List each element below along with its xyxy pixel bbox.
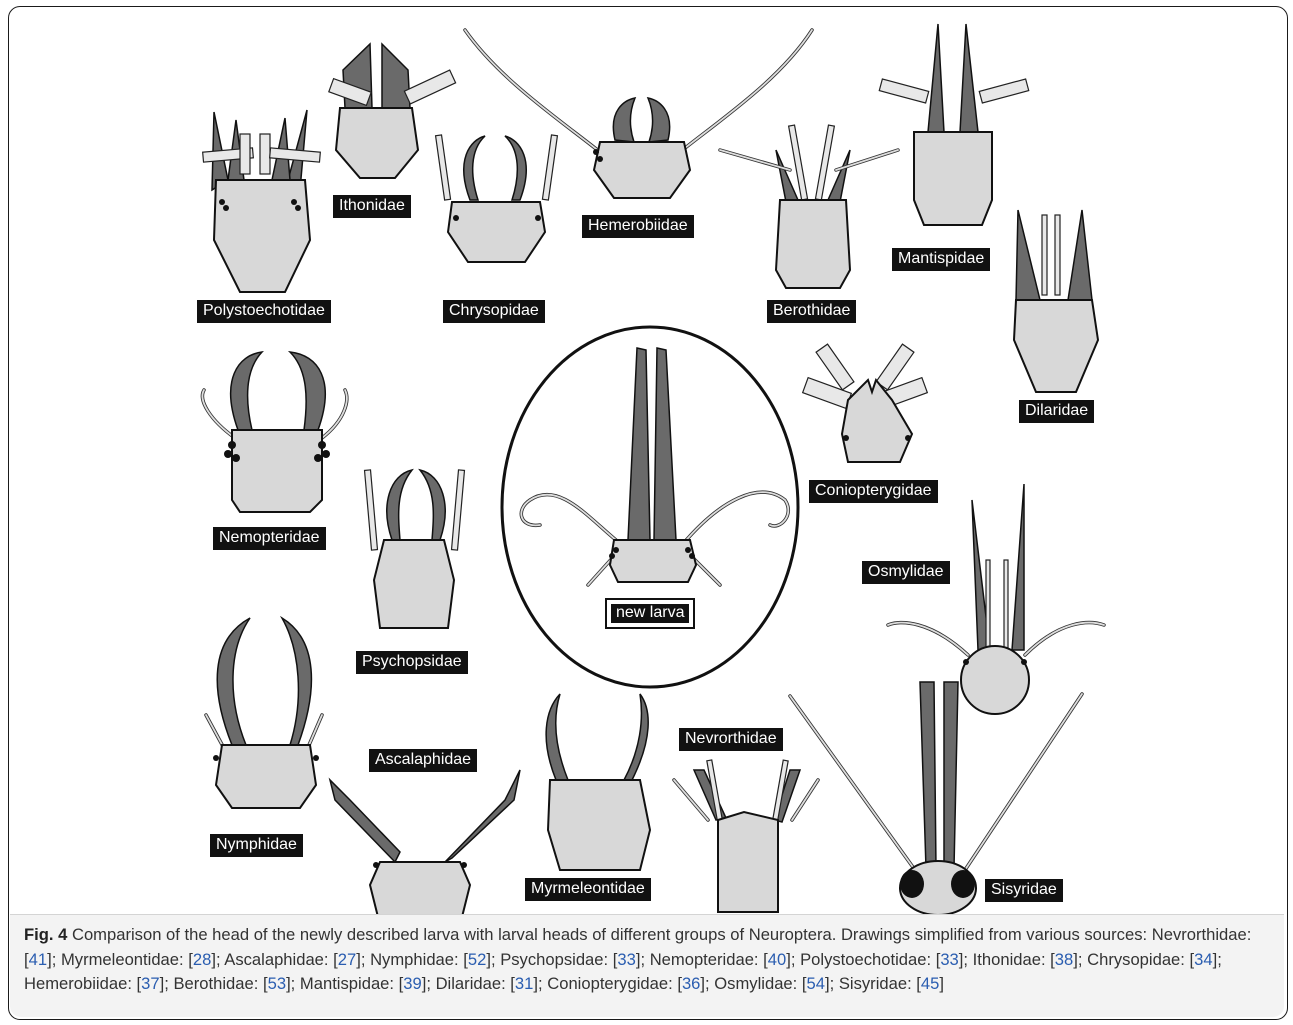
reference-link[interactable]: 31	[515, 974, 533, 993]
reference-link[interactable]: 53	[268, 974, 286, 993]
source-name: Hemerobiidae	[24, 974, 127, 993]
reference-link[interactable]: 27	[338, 950, 356, 969]
label-new-larva: new larva	[609, 602, 691, 625]
psychopsidae-drawing	[365, 470, 465, 628]
mantispidae-drawing	[879, 24, 1028, 225]
reference-link[interactable]: 38	[1055, 950, 1073, 969]
coniopterygidae-drawing	[803, 344, 928, 462]
ascalaphidae-drawing	[330, 770, 520, 925]
source-name: Nymphidae	[370, 950, 454, 969]
reference-link[interactable]: 40	[768, 950, 786, 969]
source-name: Coniopterygidae	[547, 974, 668, 993]
source-name: Sisyridae	[839, 974, 907, 993]
label-hemerobiidae: Hemerobiidae	[582, 215, 694, 238]
reference-link[interactable]: 33	[617, 950, 635, 969]
label-ascalaphidae: Ascalaphidae	[369, 749, 477, 772]
reference-link[interactable]: 33	[940, 950, 958, 969]
berothidae-drawing	[720, 125, 898, 288]
source-name: Chrysopidae	[1087, 950, 1180, 969]
reference-link[interactable]: 34	[1194, 950, 1212, 969]
label-osmylidae: Osmylidae	[862, 561, 950, 584]
source-name: Polystoechotidae	[800, 950, 926, 969]
label-berothidae: Berothidae	[767, 300, 856, 323]
reference-link[interactable]: 41	[29, 950, 47, 969]
dilaridae-drawing	[1014, 210, 1098, 392]
source-name: Ascalaphidae	[224, 950, 324, 969]
nymphidae-drawing	[206, 618, 322, 808]
new-larva-drawing	[521, 348, 788, 585]
nevrorthidae-drawing	[674, 760, 818, 912]
source-name: Osmylidae	[714, 974, 792, 993]
source-name: Dilaridae	[436, 974, 501, 993]
label-ithonidae: Ithonidae	[333, 195, 411, 218]
label-nemopteridae: Nemopteridae	[213, 527, 326, 550]
caption-text: Comparison of the head of the newly desc…	[72, 925, 1147, 944]
reference-link[interactable]: 37	[141, 974, 159, 993]
label-polystoechotidae: Polystoechotidae	[197, 300, 331, 323]
chrysopidae-drawing	[436, 135, 558, 262]
label-nevrorthidae: Nevrorthidae	[679, 728, 783, 751]
reference-link[interactable]: 45	[921, 974, 939, 993]
source-name: Myrmeleontidae	[61, 950, 179, 969]
myrmeleontidae-drawing	[546, 694, 650, 870]
figure-number: Fig. 4	[24, 925, 67, 944]
source-name: Ithonidae	[973, 950, 1041, 969]
polystoechotidae-drawing	[203, 110, 321, 292]
figure-caption: Fig. 4 Comparison of the head of the new…	[24, 923, 1276, 997]
reference-link[interactable]: 28	[193, 950, 211, 969]
source-name: Berothidae	[173, 974, 253, 993]
source-name: Nemopteridae	[650, 950, 754, 969]
label-sisyridae: Sisyridae	[985, 879, 1063, 902]
label-mantispidae: Mantispidae	[892, 248, 990, 271]
nemopteridae-drawing	[202, 352, 346, 512]
reference-link[interactable]: 54	[807, 974, 825, 993]
reference-link[interactable]: 39	[403, 974, 421, 993]
source-name: Nevrorthidae	[1152, 925, 1247, 944]
reference-link[interactable]: 36	[682, 974, 700, 993]
osmylidae-drawing	[888, 484, 1104, 714]
ithonidae-drawing	[329, 44, 456, 178]
reference-link[interactable]: 52	[468, 950, 486, 969]
label-myrmeleontidae: Myrmeleontidae	[525, 878, 651, 901]
source-name: Mantispidae	[300, 974, 389, 993]
label-psychopsidae: Psychopsidae	[356, 651, 468, 674]
label-chrysopidae: Chrysopidae	[443, 300, 545, 323]
source-name: Psychopsidae	[500, 950, 603, 969]
label-nymphidae: Nymphidae	[210, 834, 303, 857]
label-coniopterygidae: Coniopterygidae	[809, 480, 938, 503]
label-dilaridae: Dilaridae	[1019, 400, 1094, 423]
